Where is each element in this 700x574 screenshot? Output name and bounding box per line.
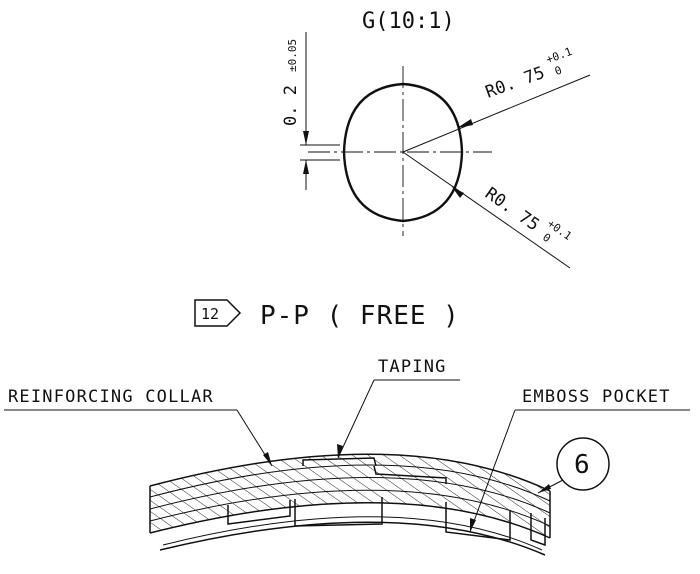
taping-label: TAPING (378, 357, 447, 377)
thickness-tolerance: ±0.05 (286, 39, 299, 72)
detail-title: G(10:1) (362, 9, 455, 34)
carrier-bottom-edge (159, 521, 546, 556)
balloon-number: 6 (574, 450, 590, 480)
reinforcing-collar-label: REINFORCING COLLAR (8, 387, 214, 407)
emboss-pocket-4 (530, 513, 546, 547)
carrier-bottom-inner (162, 516, 543, 551)
radius-top-tol-upper: +0.1 (544, 45, 573, 66)
note-flag (194, 299, 242, 327)
thickness-value: 0. 2 (281, 85, 301, 126)
arrow-head-down (303, 131, 309, 145)
emboss-pocket-2 (294, 497, 383, 527)
taping-lower (373, 465, 447, 484)
detail-g: G(10:1) 0. 2 ±0.05 R0. 75 +0.1 0 R0. 75 … (281, 9, 591, 269)
taping-leader (337, 379, 375, 459)
radius-bottom-tol-lower: 0 (540, 231, 553, 245)
radius-leader-bottom (402, 151, 571, 269)
layer-line-1 (149, 464, 551, 502)
radius-top-tol-lower: 0 (553, 64, 564, 78)
emboss-pocket-1 (227, 500, 291, 525)
layer-top-edge (149, 453, 551, 492)
layer-line-3 (149, 489, 551, 527)
reinforcing-collar-arrow (263, 452, 272, 466)
callouts: TAPING REINFORCING COLLAR EMBOSS POCKET … (4, 357, 690, 533)
note-number: 12 (201, 305, 219, 323)
layer-bottom-edge (149, 501, 551, 539)
emboss-pocket-label: EMBOSS POCKET (522, 387, 671, 407)
radius-arrow-bottom (452, 187, 464, 198)
balloon-arrow (538, 484, 551, 493)
radius-leader-top (402, 74, 591, 153)
taping-upper (302, 457, 377, 467)
cross-section-profile (342, 82, 464, 223)
radius-top-annotation: R0. 75 +0.1 0 (483, 45, 574, 103)
arrow-head-up (303, 160, 309, 174)
taping-arrow (337, 444, 343, 458)
radius-arrow-top (457, 119, 473, 128)
section-title: P-P ( FREE ) (260, 301, 460, 331)
item-balloon (556, 437, 610, 491)
emboss-pocket-3 (445, 502, 511, 541)
section-heading: 12 P-P ( FREE ) (194, 299, 460, 331)
layer-line-2 (149, 476, 551, 514)
emboss-pocket-leader (469, 409, 516, 533)
emboss-pocket-arrow (470, 518, 476, 532)
